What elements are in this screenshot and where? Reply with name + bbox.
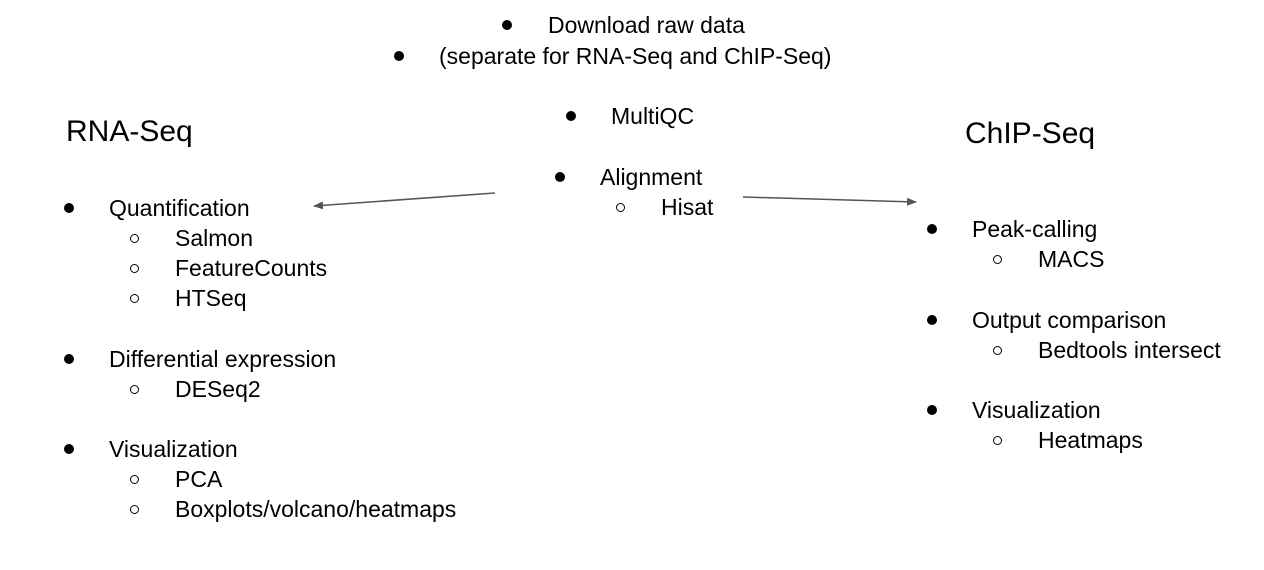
- heatmaps-label: Heatmaps: [1038, 427, 1143, 453]
- boxplots-label: Boxplots/volcano/heatmaps: [175, 496, 457, 522]
- rna-visualization-label: Visualization: [109, 436, 238, 462]
- differential-expression-label: Differential expression: [109, 346, 337, 372]
- bullet-ring-icon: [993, 436, 1002, 445]
- rna-seq-heading: RNA-Seq: [66, 115, 193, 148]
- bullet-dot-icon: [555, 172, 565, 182]
- bullet-ring-icon: [130, 294, 139, 303]
- bullet-ring-icon: [130, 475, 139, 484]
- chip-visualization-label: Visualization: [972, 397, 1101, 423]
- bedtools-intersect-label: Bedtools intersect: [1038, 337, 1221, 363]
- download-raw-data-label: Download raw data: [548, 12, 745, 38]
- separate-note-label: (separate for RNA-Seq and ChIP-Seq): [439, 43, 832, 69]
- output-comparison-label: Output comparison: [972, 307, 1167, 333]
- bullet-dot-icon: [64, 444, 74, 454]
- salmon-label: Salmon: [175, 225, 253, 251]
- alignment-label: Alignment: [600, 164, 703, 190]
- bullet-dot-icon: [502, 20, 512, 30]
- bullet-dot-icon: [64, 203, 74, 213]
- bullet-dot-icon: [927, 405, 937, 415]
- bullet-ring-icon: [130, 234, 139, 243]
- bullet-ring-icon: [130, 385, 139, 394]
- pca-label: PCA: [175, 466, 223, 492]
- htseq-label: HTSeq: [175, 285, 247, 311]
- featurecounts-label: FeatureCounts: [175, 255, 328, 281]
- macs-label: MACS: [1038, 246, 1105, 272]
- quantification-label: Quantification: [109, 195, 250, 221]
- bullet-ring-icon: [130, 505, 139, 514]
- multiqc-label: MultiQC: [611, 103, 695, 129]
- arrow-to-chip-seq: [742, 196, 917, 206]
- bullet-ring-icon: [993, 255, 1002, 264]
- hisat-label: Hisat: [661, 194, 714, 220]
- chip-seq-heading: ChIP-Seq: [965, 117, 1096, 150]
- peak-calling-label: Peak-calling: [972, 216, 1098, 242]
- bullet-dot-icon: [64, 354, 74, 364]
- bullet-ring-icon: [993, 346, 1002, 355]
- bullet-ring-icon: [130, 264, 139, 273]
- bullet-dot-icon: [566, 111, 576, 121]
- bullet-dot-icon: [927, 315, 937, 325]
- bullet-ring-icon: [616, 203, 625, 212]
- deseq2-label: DESeq2: [175, 376, 261, 402]
- arrow-to-rna-seq: [313, 192, 496, 210]
- bullet-dot-icon: [927, 224, 937, 234]
- bullet-dot-icon: [394, 51, 404, 61]
